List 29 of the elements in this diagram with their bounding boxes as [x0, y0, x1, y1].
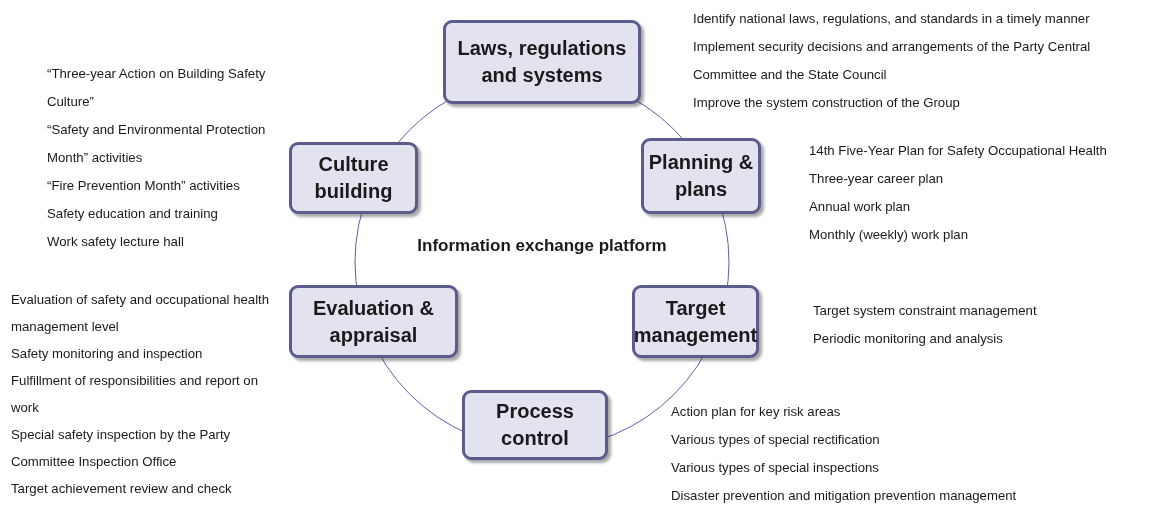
list-item: Safety education and training [47, 205, 218, 223]
list-item: “Safety and Environmental Protection Month” activities [47, 121, 267, 167]
list-item: Special safety inspection by the Party Committee Inspection Office [11, 426, 232, 471]
list-item: Various types of special inspections [671, 459, 879, 477]
list-item: 14th Five-Year Plan for Safety Occupational Health [809, 142, 1107, 160]
list-item: Periodic monitoring and analysis [813, 330, 1003, 348]
list-item: Evaluation of safety and occupational health management level [11, 291, 271, 336]
list-item: Disaster prevention and mitigation prevention management [671, 487, 1017, 505]
list-item: Annual work plan [809, 198, 911, 216]
process-box: Process control [462, 390, 608, 460]
list-item: Monthly (weekly) work plan [809, 226, 969, 244]
center-label: Information exchange platform [416, 236, 668, 256]
process-box: Planning & plans [641, 138, 761, 214]
list-item: Identify national laws, regulations, and standards in a timely manner [693, 10, 1090, 28]
list-item: Target achievement review and check [11, 480, 232, 498]
process-box: Laws, regulations and systems [443, 20, 641, 104]
list-item: “Fire Prevention Month” activities [47, 177, 240, 195]
list-item: Improve the system construction of the Group [693, 94, 960, 112]
list-item: Action plan for key risk areas [671, 403, 841, 421]
list-item: Three-year career plan [809, 170, 944, 188]
list-item: Target system constraint management [813, 302, 1037, 320]
list-item: Safety monitoring and inspection [11, 345, 203, 363]
list-item: Implement security decisions and arrangements of the Party Central Committee and the State Council [693, 38, 1092, 84]
process-box: Evaluation & appraisal [289, 285, 458, 358]
list-item: Work safety lecture hall [47, 233, 184, 251]
list-item: Fulfillment of responsibilities and report on work [11, 372, 260, 417]
list-item: “Three-year Action on Building Safety Culture” [47, 65, 267, 111]
list-item: Various types of special rectification [671, 431, 880, 449]
process-box: Culture building [289, 142, 418, 214]
